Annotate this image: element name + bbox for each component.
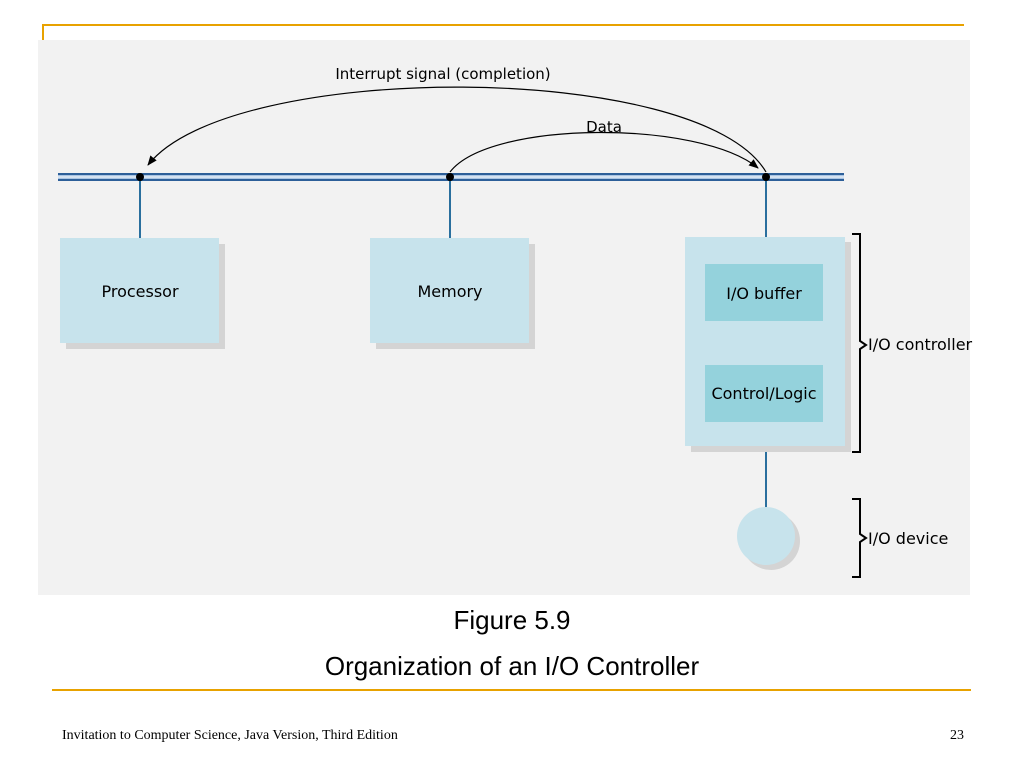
data-arrow [449,131,759,173]
figure-number: Figure 5.9 [453,605,571,635]
io-device-label: I/O device [868,529,948,548]
processor-label: Processor [101,282,178,301]
io-controller-label: I/O controller [868,335,973,354]
bus-junction-memory [446,173,454,181]
io-device-bracket [852,498,868,578]
slide-frame-top-rule [42,24,964,26]
page-number: 23 [950,728,964,743]
interrupt-arrow [147,86,767,173]
io-device-circle [737,507,795,565]
control-logic-label: Control/Logic [711,384,816,403]
memory-label: Memory [417,282,482,301]
io-controller-bracket [852,233,868,453]
figure-title: Organization of an I/O Controller [324,651,700,681]
data-label: Data [586,118,622,136]
io-controller-box: I/O buffer Control/Logic [685,237,845,446]
io-buffer-label: I/O buffer [726,284,802,303]
memory-box: Memory [370,238,529,343]
control-logic-box [705,365,823,422]
footer-divider [52,689,971,691]
interrupt-label: Interrupt signal (completion) [335,65,550,83]
footer-book-title: Invitation to Computer Science, Java Ver… [62,728,398,743]
io-buffer-box [705,264,823,321]
bus-junction-processor [136,173,144,181]
bus-junction-controller [762,173,770,181]
processor-box: Processor [60,238,219,343]
